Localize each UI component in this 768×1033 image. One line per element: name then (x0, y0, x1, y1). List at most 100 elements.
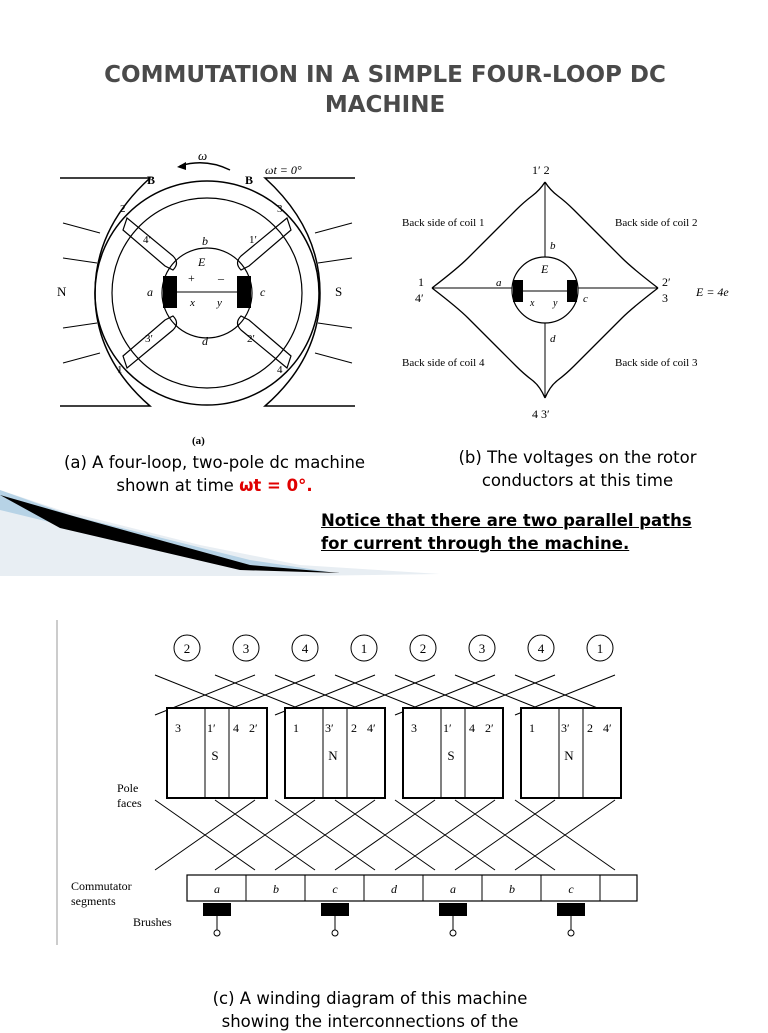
back-side-coil-3: Back side of coil 3 (615, 357, 698, 369)
plus-label: + (188, 271, 195, 285)
coil-label-3: 3 (277, 203, 283, 215)
pole-letter: N (564, 748, 574, 763)
commutator-segment: a (450, 882, 456, 896)
conductor-label: 1′ (207, 721, 216, 735)
notice-text: Notice that there are two parallel paths… (321, 511, 692, 553)
node-right-label-1: 2′ (662, 275, 671, 289)
conductor-label: 2 (587, 721, 593, 735)
brush (439, 903, 467, 916)
y-label: y (216, 297, 222, 309)
coil-number-circle (291, 634, 319, 662)
caption-b: (b) The voltages on the rotor conductors… (430, 446, 725, 492)
conductor-label: 4′ (603, 721, 612, 735)
pole-faces-label: Pole faces (117, 781, 142, 810)
pole-faces-word-1: Pole (117, 781, 138, 795)
caption-b-line1: (b) The voltages on the rotor (458, 448, 697, 467)
coil-number: 2 (420, 641, 427, 656)
figure-a-machine-diagram: ω ωt = 0° B B N S E + – x y a c b d 2 3 … (57, 148, 355, 447)
coil-number-circle (409, 634, 437, 662)
pole-letter: S (447, 748, 454, 763)
b-right-label: B (245, 173, 253, 187)
brushes-label: Brushes (133, 915, 172, 929)
pole-s-label: S (335, 284, 342, 299)
coil-label-3p: 3′ (145, 333, 153, 345)
caption-c: (c) A winding diagram of this machine sh… (150, 987, 590, 1033)
coil-number-circle (527, 634, 555, 662)
brush (203, 903, 231, 916)
brush-terminal (567, 929, 575, 937)
coil-number-circle (468, 634, 496, 662)
conductor-label: 2 (351, 721, 357, 735)
node-bottom-label: 4 3′ (532, 407, 550, 421)
b-node-x: x (529, 298, 535, 309)
e-label: E (197, 255, 206, 269)
b-node-a: a (496, 277, 502, 289)
coil-label-2p: 2′ (247, 333, 255, 345)
pole-face (284, 707, 386, 799)
pole-letter: S (211, 748, 218, 763)
coil-label-2: 2 (120, 203, 126, 215)
d-label: d (202, 334, 209, 348)
caption-a-highlight: ωt = 0°. (239, 476, 313, 495)
coil-number-circle (586, 634, 614, 662)
coil-label-4p: 4′ (143, 234, 151, 246)
coil-number: 4 (302, 641, 309, 656)
commutator-segment: c (568, 882, 574, 896)
conductor-label: 3′ (325, 721, 334, 735)
b-node-y: y (552, 298, 558, 309)
node-top-label: 1′ 2 (532, 163, 550, 177)
brush-terminal (331, 929, 339, 937)
node-right-label-2: 3 (662, 291, 668, 305)
b-left-label: B (147, 173, 155, 187)
conductor-label: 3′ (561, 721, 570, 735)
coil-number-circle (350, 634, 378, 662)
b-node-b: b (550, 240, 556, 252)
caption-a: (a) A four-loop, two-pole dc machine sho… (32, 451, 397, 497)
conductor-label: 2′ (249, 721, 258, 735)
commutator-segment: a (214, 882, 220, 896)
decorative-swoosh (0, 490, 440, 576)
caption-b-line2: conductors at this time (481, 471, 674, 490)
b-node-c: c (583, 293, 588, 305)
brush-terminal (213, 929, 221, 937)
coil-number: 1 (361, 641, 368, 656)
conductor-label: 1 (529, 721, 535, 735)
x-label: x (189, 297, 195, 309)
b-e-label: E (540, 262, 549, 276)
coil-number: 3 (479, 641, 486, 656)
commutator-segment: b (509, 882, 515, 896)
back-side-coil-1: Back side of coil 1 (402, 217, 484, 229)
conductor-label: 1′ (443, 721, 452, 735)
pole-faces-word-2: faces (117, 796, 142, 810)
figure-b-voltage-diagram: 1′ 2 4 3′ 1 4′ 2′ 3 E b d a c x y Back s… (402, 163, 729, 421)
pole-n-label: N (57, 284, 67, 299)
caption-a-line1: (a) A four-loop, two-pole dc machine (63, 453, 366, 472)
brush (557, 903, 585, 916)
commutator-word-1: Commutator (71, 879, 132, 893)
figure-a-tag: (a) (192, 435, 205, 447)
commutator-segment: d (391, 882, 398, 896)
pole-face (166, 707, 268, 799)
minus-label: – (217, 271, 225, 285)
coil-number: 1 (597, 641, 604, 656)
node-left-label-2: 4′ (415, 291, 424, 305)
coil-number-circle (173, 634, 201, 662)
conductor-label: 3 (411, 721, 417, 735)
pole-face (520, 707, 622, 799)
conductor-label: 2′ (485, 721, 494, 735)
caption-c-line2: showing the interconnections of the (221, 1012, 519, 1031)
b-node-d: d (550, 333, 556, 345)
a-label: a (147, 285, 153, 299)
commutator-segment: c (332, 882, 338, 896)
caption-c-line1: (c) A winding diagram of this machine (212, 989, 528, 1008)
wt-label: ωt = 0° (265, 163, 302, 177)
brush (321, 903, 349, 916)
conductor-label: 1 (293, 721, 299, 735)
pole-face (402, 707, 504, 799)
caption-a-prefix: shown at time (116, 476, 240, 495)
conductor-label: 4 (233, 721, 239, 735)
conductor-label: 3 (175, 721, 181, 735)
voltage-equation: E = 4e (695, 285, 729, 299)
c-label: c (260, 285, 266, 299)
